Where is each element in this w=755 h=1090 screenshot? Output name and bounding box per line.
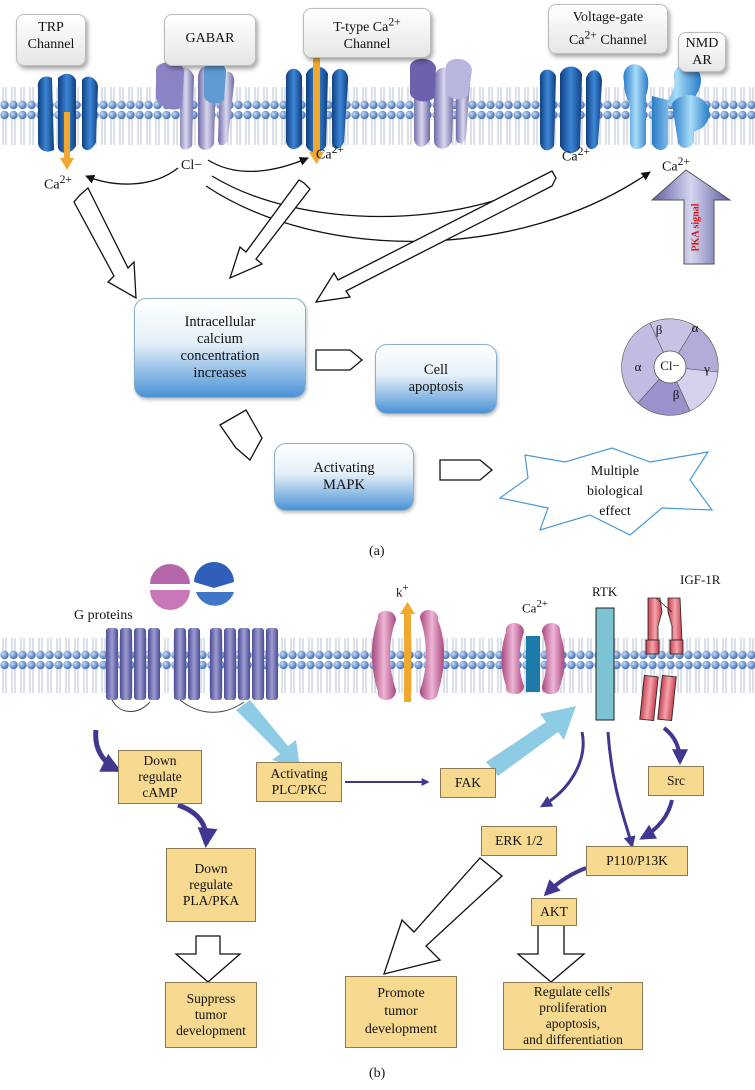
hollow-arrow-trp-to-intracellular — [73, 186, 137, 300]
arrow-camp-to-pla — [177, 802, 218, 848]
ca-ion-vgate: Ca2+ — [562, 145, 590, 165]
ring-subunit-4: β — [672, 387, 680, 402]
intracellular-calcium-box: Intracellular calcium concentration incr… — [134, 298, 306, 398]
activating-mapk-box: Activating MAPK — [274, 443, 414, 511]
t-type-channel-word: Channel — [343, 36, 391, 52]
panel-a — [0, 58, 755, 536]
gabar-receptor-icon — [156, 62, 235, 150]
hollow-arrow-erk-to-promote — [383, 857, 503, 975]
calcium-channel-icon-b — [501, 623, 565, 695]
hollow-arrow-to-suppress — [174, 935, 242, 983]
down-regulate-pla-pka-box: Down regulate PLA/PKA — [166, 848, 256, 922]
pka-signal-label: PKA signal — [690, 203, 702, 252]
ca-ion-ttype: Ca2+ — [316, 143, 344, 163]
chloride-ion-label: Cl− — [181, 158, 203, 173]
ring-subunit-5: α — [634, 359, 642, 374]
arrow-cl-to-ca-trp — [85, 167, 179, 185]
cell-apoptosis-box: Cell apoptosis — [375, 344, 497, 414]
hollow-arrow-to-regulate — [516, 923, 586, 983]
igf1r-receptor-icon — [639, 597, 684, 722]
src-box: Src — [648, 766, 704, 796]
arrow-to-multiple — [439, 459, 494, 481]
arrow-fak-to-rtk — [486, 706, 576, 776]
potassium-ion-label: k+ — [396, 582, 409, 600]
arrow-igf-to-src — [662, 726, 688, 766]
regulate-cells-box: Regulate cells' proliferation apoptosis,… — [503, 982, 643, 1050]
ca-ion-trp: Ca2+ — [44, 173, 72, 193]
g-proteins-label: G proteins — [74, 608, 133, 623]
arrow-src-to-p110 — [639, 799, 674, 840]
voltage-gated-calcium-channel-icon — [539, 66, 602, 154]
rtk-receptor-icon — [595, 607, 615, 721]
hollow-arrow-ttype-to-intracellular — [228, 179, 311, 280]
arrow-rtk-to-p110 — [606, 731, 636, 849]
gpcr-receptor-icon — [106, 628, 278, 713]
arrow-gprotein-to-camp — [93, 729, 122, 773]
multiple-effect-text: Multiple biological effect — [587, 464, 643, 519]
akt-box: AKT — [531, 898, 577, 926]
panel-b-caption: (b) — [369, 1066, 386, 1081]
gabar-subunit-ring — [621, 318, 719, 416]
potassium-channel-icon — [372, 602, 444, 702]
trp-channel-icon — [37, 73, 98, 170]
nmdar-label: NMD AR — [678, 32, 726, 72]
fak-box: FAK — [440, 768, 496, 798]
ring-subunit-1: β — [655, 322, 663, 337]
erk-box: ERK 1/2 — [481, 826, 557, 856]
gabar-label: GABAR — [164, 14, 256, 66]
voltage-gate-channel-label: Voltage-gate Ca2+ Channel — [548, 4, 668, 54]
trp-channel-label: TRP Channel — [16, 14, 86, 66]
igf1r-label: IGF-1R — [680, 572, 721, 587]
arrow-to-mapk — [219, 409, 263, 462]
calcium-ion-label-b: Ca2+ — [522, 598, 548, 616]
ring-center-chloride: Cl− — [660, 358, 680, 373]
ca-ion-nmdar: Ca2+ — [662, 155, 690, 175]
t-type-channel-label: T-type Ca2+ Channel — [303, 8, 431, 58]
arrow-gprotein-to-plc — [236, 700, 300, 768]
middle-receptor-icon — [410, 58, 472, 149]
t-type-text: T-type Ca2+ — [333, 15, 401, 35]
arrow-cl-to-ca-ttype — [207, 157, 309, 172]
arrow-to-apoptosis — [315, 349, 364, 371]
promote-tumor-box: Promote tumor development — [345, 976, 457, 1048]
t-type-calcium-channel-icon — [285, 58, 349, 164]
voltage-gate-channel-word: Ca2+ Channel — [568, 28, 648, 48]
rtk-label: RTK — [592, 584, 618, 599]
arrow-rtk-to-erk — [539, 731, 585, 808]
down-regulate-camp-box: Down regulate cAMP — [118, 750, 202, 804]
panel-b — [0, 562, 755, 983]
p110-p13k-box: P110/P13K — [586, 846, 688, 876]
hollow-arrow-vgate-to-intracellular — [314, 170, 557, 303]
panel-a-caption: (a) — [369, 544, 385, 559]
voltage-gate-text: Voltage-gate — [572, 10, 644, 25]
suppress-tumor-box: Suppress tumor development — [165, 982, 257, 1048]
ring-subunit-2: α — [691, 320, 699, 335]
g-protein-icon — [150, 562, 234, 610]
activating-plc-pkc-box: Activating PLC/PKC — [256, 762, 342, 802]
pka-signal-arrow-icon — [650, 169, 732, 265]
ring-subunit-3: γ — [704, 361, 710, 376]
multiple-effect-starburst — [498, 447, 714, 536]
arrow-p110-to-akt — [543, 866, 587, 897]
nmdar-receptor-icon — [623, 63, 710, 150]
